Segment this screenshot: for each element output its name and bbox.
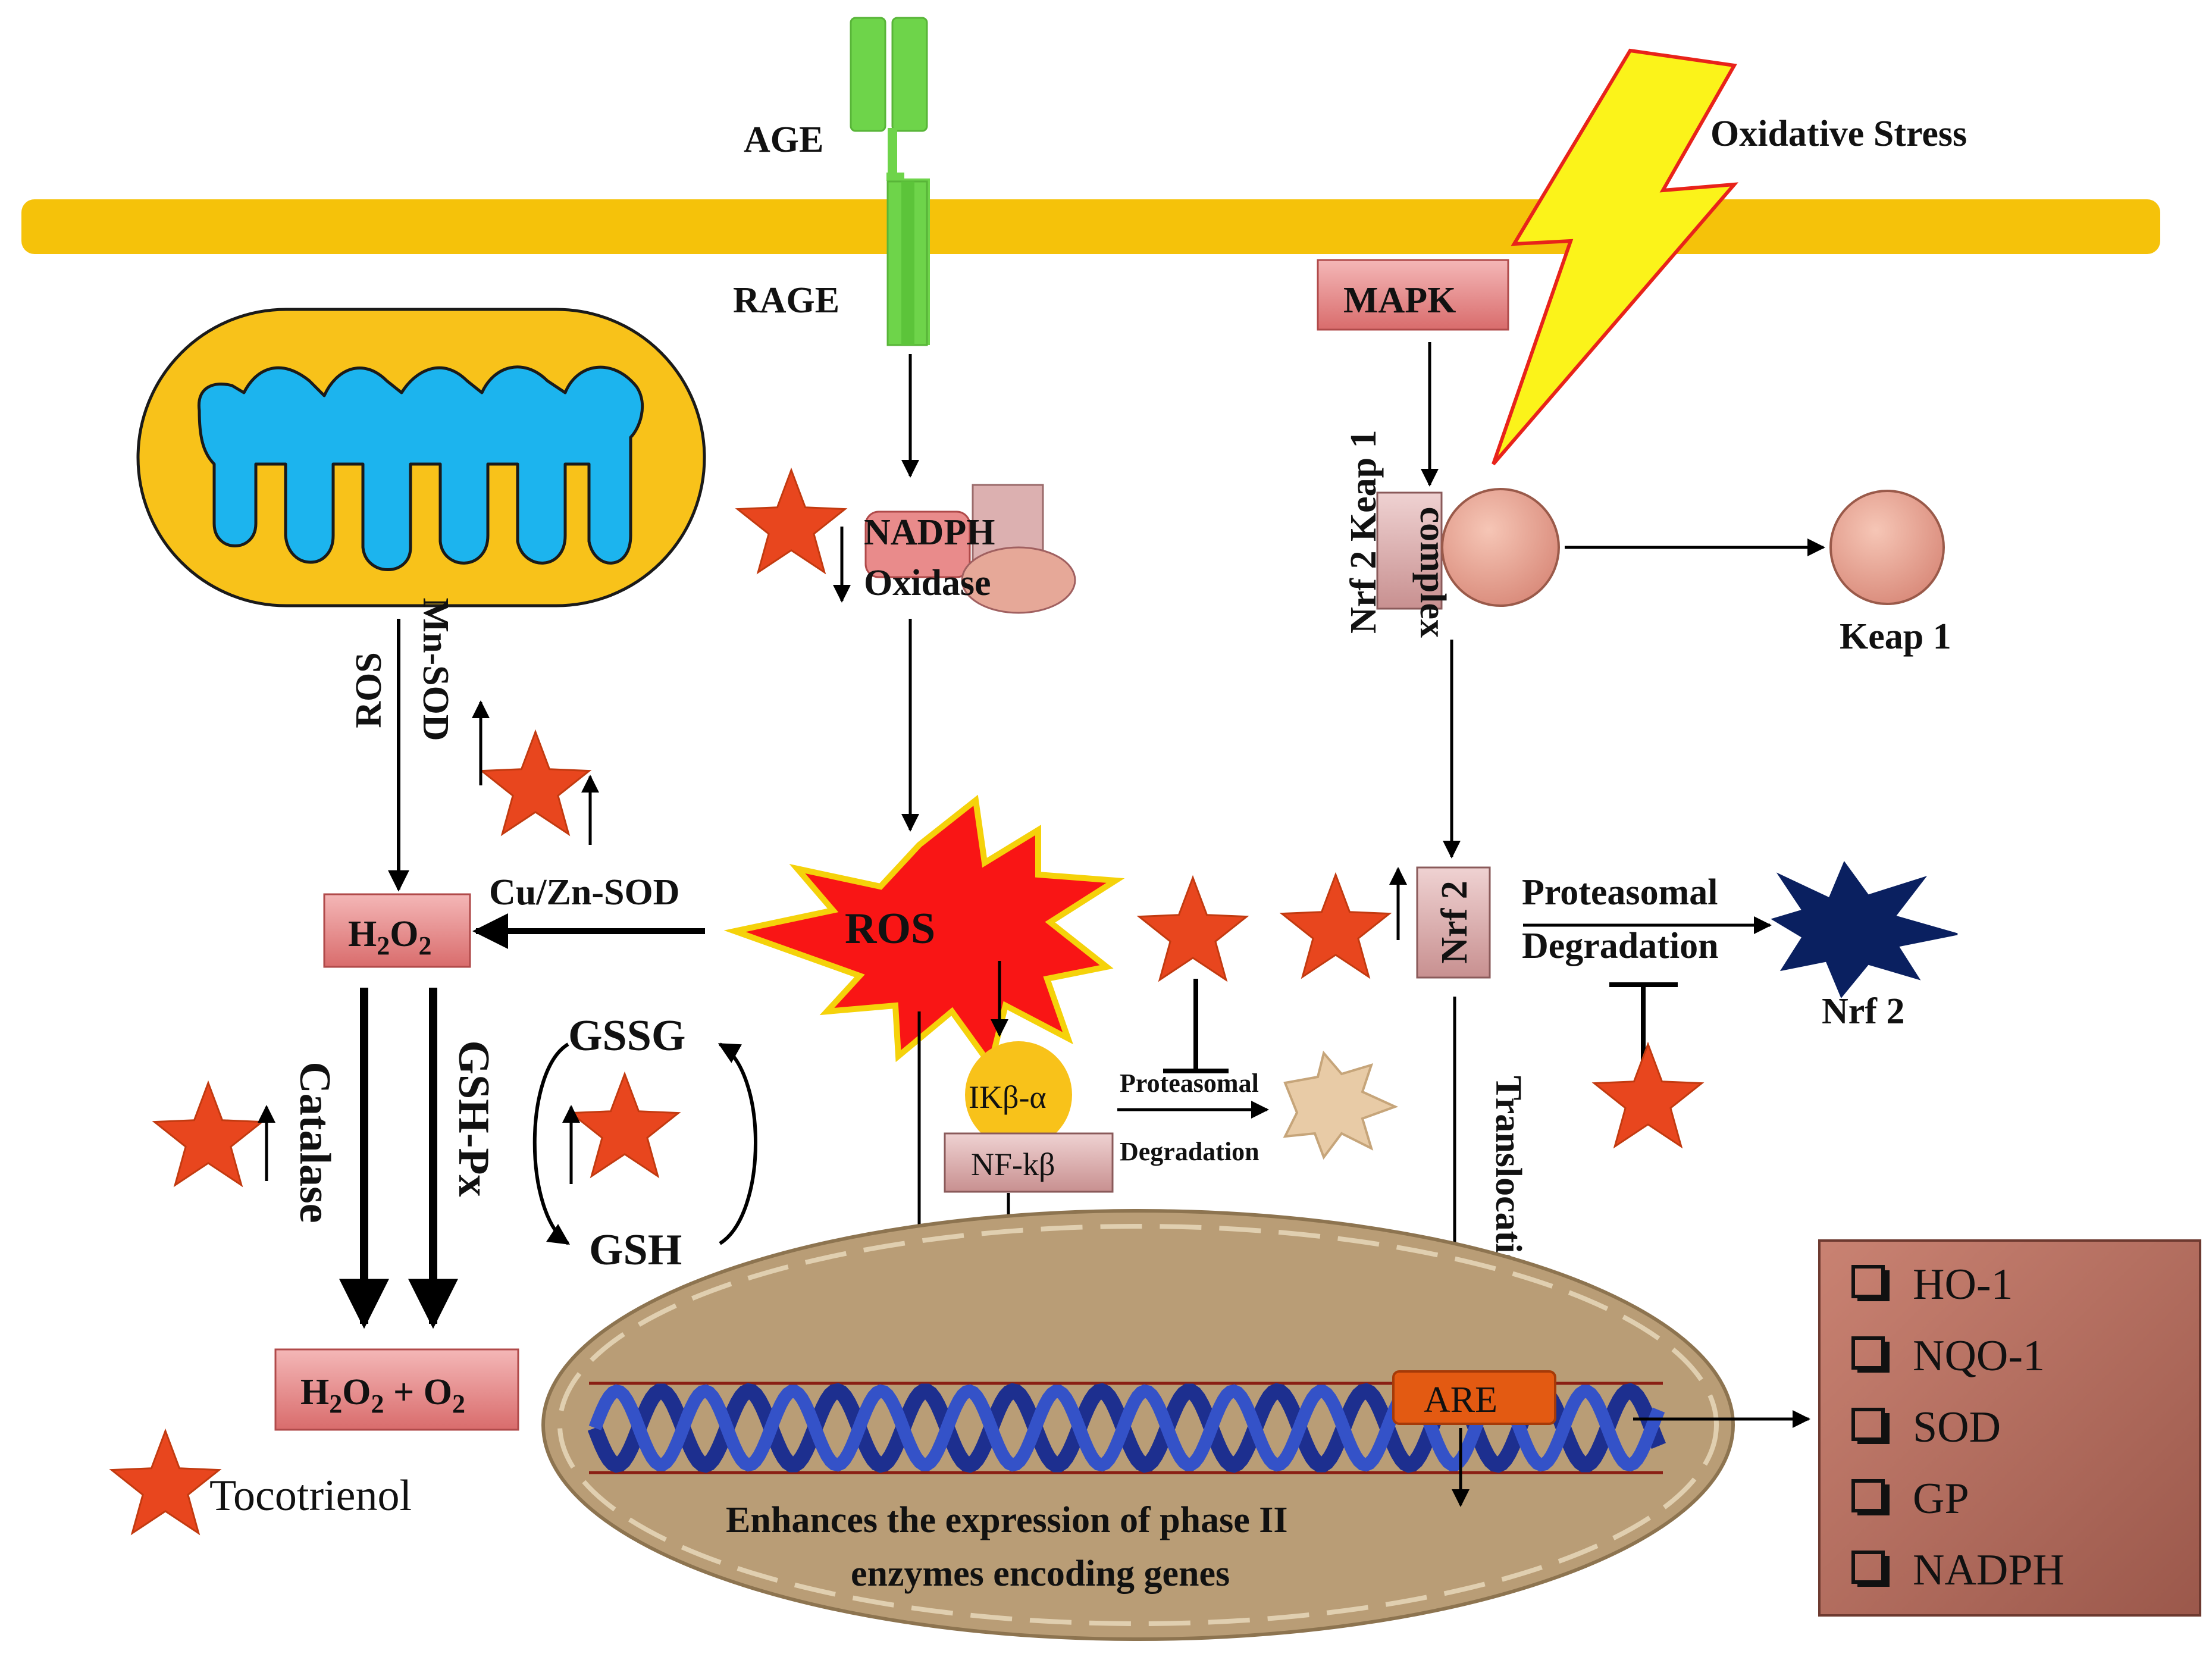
star-mn-sod-icon	[479, 729, 592, 837]
nfkb-label: NF-kβ	[971, 1147, 1055, 1182]
keap1-label: Keap 1	[1840, 616, 1951, 657]
keap1-ball-bound	[1441, 488, 1560, 607]
checkbox-shadow	[1857, 1484, 1890, 1515]
degraded-fragment-icon	[1283, 1050, 1399, 1160]
star-catalase-icon	[152, 1080, 265, 1188]
ros-burst-label: ROS	[845, 904, 935, 953]
h2o2-label: H2O2	[348, 914, 431, 960]
mn-sod-label: Mn-SOD	[415, 597, 456, 741]
star-legend-icon	[109, 1428, 222, 1536]
ikb-alpha-label: IKβ-α	[969, 1079, 1047, 1115]
nrf2-box	[1416, 866, 1491, 979]
checkbox-shadow	[1857, 1270, 1890, 1301]
oxidative-stress-label: Oxidative Stress	[1710, 114, 1967, 154]
nadph-oxidase-complex	[864, 484, 1076, 614]
enzyme-item: SOD	[1913, 1403, 2001, 1452]
star-nfkb-icon	[1136, 875, 1249, 982]
enzyme-item: GP	[1913, 1474, 1969, 1523]
checkbox-shadow	[1857, 1413, 1890, 1444]
enzyme-item: NADPH	[1913, 1546, 2064, 1595]
star-nadph-icon	[735, 467, 848, 575]
nadph-oxidase-label-line1: NADPH	[864, 512, 995, 553]
proteasomal-large-label: Proteasomal	[1522, 872, 1718, 913]
gsh-label: GSH	[589, 1226, 682, 1274]
nrf2-keap1-label-line1: Nrf 2 Keap 1	[1343, 430, 1384, 634]
are-label: ARE	[1424, 1380, 1497, 1420]
degradation-large-label: Degradation	[1522, 926, 1719, 966]
nrf2-degraded-icon	[1771, 860, 1958, 998]
enzyme-item: NQO-1	[1913, 1332, 2045, 1380]
proteasomal-small-label: Proteasomal	[1120, 1069, 1259, 1098]
degradation-small-label: Degradation	[1120, 1137, 1259, 1166]
are-box	[1392, 1370, 1556, 1425]
nucleus	[541, 1209, 1735, 1641]
mapk-label: MAPK	[1343, 280, 1456, 321]
nfkb-box	[944, 1132, 1114, 1193]
keap1-ball-free	[1829, 490, 1945, 605]
gssg-label: GSSG	[568, 1011, 685, 1060]
checkbox-shadow	[1857, 1342, 1890, 1373]
nrf2-box-label: Nrf 2	[1434, 881, 1475, 963]
gsh-px-label: GSH-Px	[449, 1040, 498, 1197]
nadph-oxidase-label-line2: Oxidase	[864, 563, 991, 603]
nucleus-inner-membrane	[557, 1224, 1719, 1626]
cell-membrane	[21, 199, 2160, 254]
checkbox-shadow	[1857, 1556, 1890, 1587]
tocotrienol-legend-label: Tocotrienol	[209, 1471, 412, 1520]
mapk-box	[1317, 259, 1509, 331]
ikb-alpha-circle	[965, 1041, 1072, 1148]
nrf2-keap1-label-line2: complex	[1412, 507, 1453, 638]
nrf2-keap1-complex-box	[1376, 491, 1443, 610]
mitochondrion-icon	[136, 308, 706, 607]
catalase-label: Catalase	[290, 1061, 339, 1223]
star-gsh-icon	[568, 1071, 681, 1179]
star-nrf2-degradation-icon	[1591, 1041, 1705, 1149]
cu-zn-sod-label: Cu/Zn-SOD	[489, 872, 679, 913]
ros-vertical-label: ROS	[349, 652, 389, 728]
star-nrf2-icon	[1279, 872, 1392, 979]
age-label: AGE	[744, 120, 823, 160]
rage-label: RAGE	[733, 280, 839, 321]
enhances-label-line1: Enhances the expression of phase II	[726, 1500, 1288, 1540]
lightning-bolt-icon	[1492, 48, 1739, 465]
rage-receptor	[850, 17, 930, 346]
h2o2-o2-box	[274, 1348, 519, 1431]
nrf2-degraded-label: Nrf 2	[1822, 991, 1904, 1032]
h2o2-box	[323, 893, 471, 968]
enhances-label-line2: enzymes encoding genes	[851, 1553, 1230, 1594]
h2o2-o2-label: H2O2 + O2	[300, 1372, 465, 1418]
tocotrienol-stars	[109, 467, 1705, 1536]
gsh-cycle-left-arc	[532, 1042, 570, 1245]
gsh-cycle-right-arc	[718, 1042, 757, 1245]
enzyme-item: HO-1	[1913, 1260, 2013, 1309]
